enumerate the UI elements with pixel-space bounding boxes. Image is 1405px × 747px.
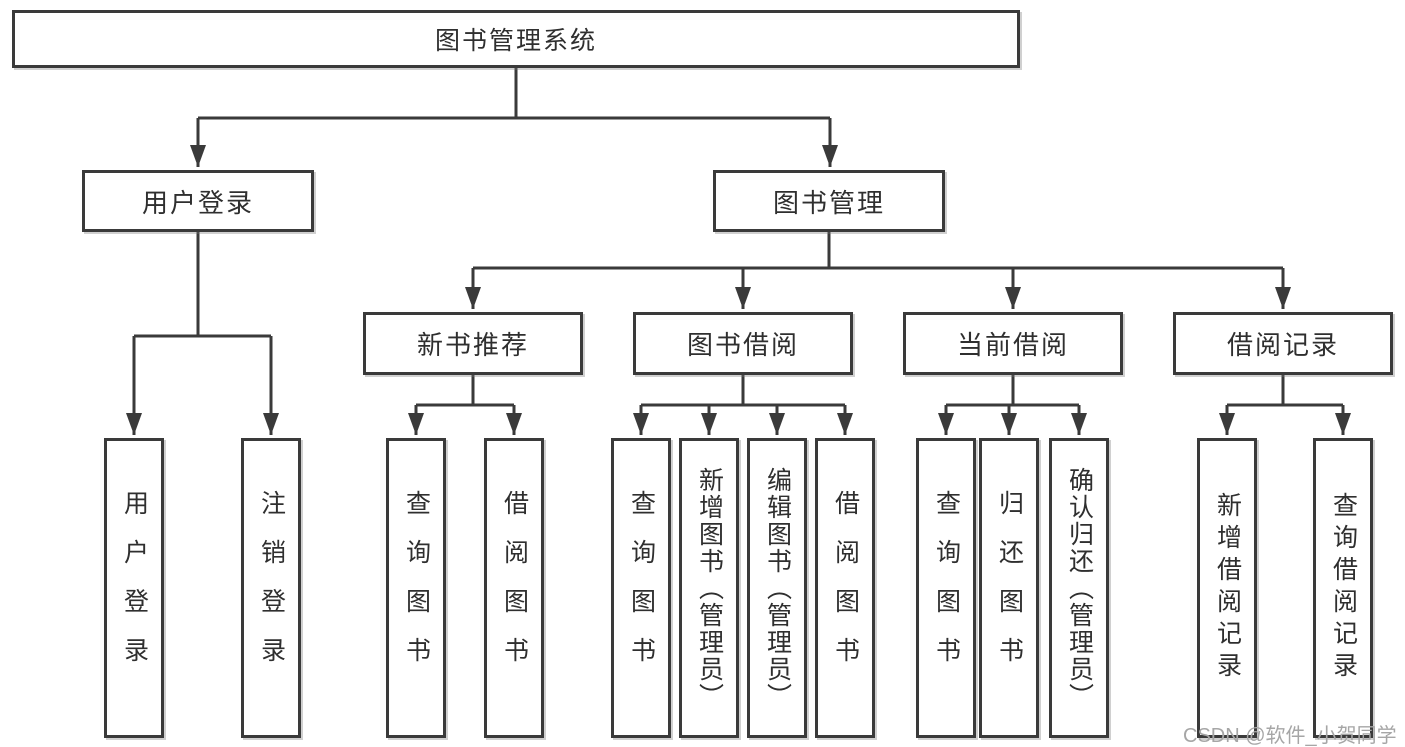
leaf-rec-borrow-books-label: 借阅图书 [500,490,529,686]
node-user-login-label: 用户登录 [141,187,254,218]
edge-userlogin-trunk [134,232,271,338]
node-book-mgmt: 图书管理 [713,170,945,232]
leaf-rec-query-books: 查询图书 [386,438,446,738]
node-root: 图书管理系统 [12,10,1020,68]
leaf-edit-books-admin: 编辑图书（管理员） [747,438,807,738]
leaf-add-books-admin: 新增图书（管理员） [679,438,739,738]
leaf-confirm-return-admin-label: 确认归还（管理员） [1065,466,1094,710]
leaf-borrow-query-books: 查询图书 [611,438,671,738]
edge-root-trunk [198,68,830,120]
node-current-borrow: 当前借阅 [903,312,1123,375]
leaf-borrow-query-books-label: 查询图书 [627,490,656,686]
node-new-book-recommend-label: 新书推荐 [416,330,529,360]
leaf-add-borrow-record-label: 新增借阅记录 [1213,492,1242,684]
leaf-user-login: 用户登录 [104,438,164,738]
leaf-logout: 注销登录 [241,438,301,738]
leaf-current-query-books-label: 查询图书 [932,490,961,686]
csdn-watermark: CSDN @软件_小贺同学 [1183,725,1397,747]
node-borrow-record: 借阅记录 [1173,312,1393,375]
leaf-borrow-books: 借阅图书 [815,438,875,738]
edge-sec2-trunk [641,375,845,407]
leaf-borrow-books-label: 借阅图书 [831,490,860,686]
leaf-return-books: 归还图书 [979,438,1039,738]
node-borrow-record-label: 借阅记录 [1226,330,1339,360]
edge-bookmgmt-trunk [473,232,1283,270]
leaf-add-books-admin-label: 新增图书（管理员） [695,466,724,710]
edge-sec4-trunk [1227,375,1343,407]
leaf-logout-label: 注销登录 [257,490,286,686]
edge-sec3-trunk [946,375,1079,407]
leaf-query-borrow-record: 查询借阅记录 [1313,438,1373,738]
node-user-login: 用户登录 [82,170,314,232]
leaf-current-query-books: 查询图书 [916,438,976,738]
node-root-label: 图书管理系统 [434,27,597,55]
node-new-book-recommend: 新书推荐 [363,312,583,375]
leaf-rec-borrow-books: 借阅图书 [484,438,544,738]
leaf-query-borrow-record-label: 查询借阅记录 [1329,492,1358,684]
leaf-add-borrow-record: 新增借阅记录 [1197,438,1257,738]
leaf-edit-books-admin-label: 编辑图书（管理员） [763,466,792,710]
node-book-mgmt-label: 图书管理 [772,187,885,218]
leaf-rec-query-books-label: 查询图书 [402,490,431,686]
leaf-return-books-label: 归还图书 [995,490,1024,686]
node-book-borrow: 图书借阅 [633,312,853,375]
leaf-user-login-label: 用户登录 [120,490,149,686]
leaf-confirm-return-admin: 确认归还（管理员） [1049,438,1109,738]
edge-sec1-trunk [416,375,514,407]
node-book-borrow-label: 图书借阅 [686,330,799,360]
node-current-borrow-label: 当前借阅 [956,330,1069,360]
